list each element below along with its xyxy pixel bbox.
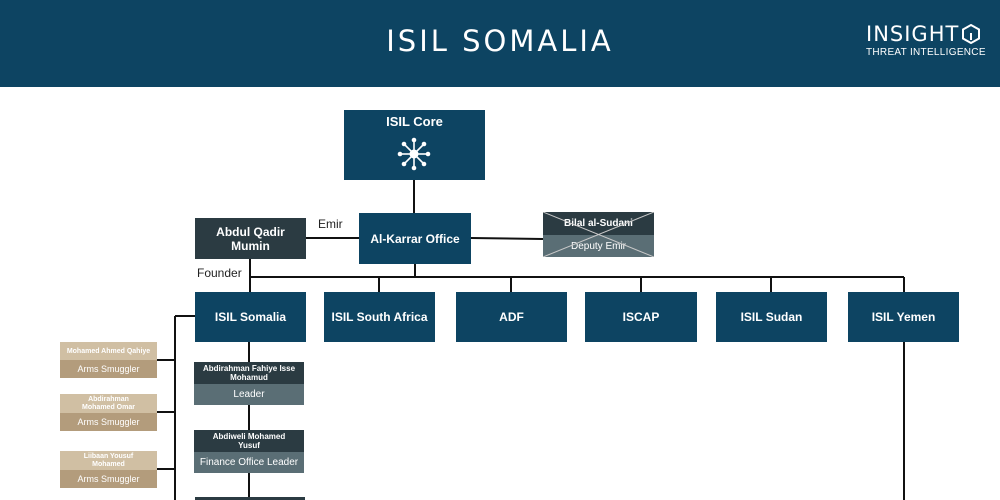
node-isil-somalia[interactable]: ISIL Somalia xyxy=(195,292,306,342)
node-al-karrar-office[interactable]: Al-Karrar Office xyxy=(359,213,471,264)
leader-card[interactable]: Abdiweli Mohamed Yusuf Finance Office Le… xyxy=(194,430,304,473)
relation-founder-label: Founder xyxy=(197,266,242,280)
leader-role: Finance Office Leader xyxy=(194,452,304,473)
node-isil-core-label: ISIL Core xyxy=(386,114,443,129)
node-bilal-al-sudani[interactable]: Bilal al-Sudani Deputy Emir xyxy=(543,212,654,257)
smuggler-card[interactable]: Abdirahman Mohamed Omar Arms Smuggler xyxy=(60,394,157,431)
leader-role: Leader xyxy=(194,384,304,405)
smuggler-name: Mohamed Ahmed Qahiye xyxy=(60,342,157,360)
network-hub-icon xyxy=(397,137,431,171)
node-bilal-role: Deputy Emir xyxy=(543,235,654,257)
node-isil-sudan[interactable]: ISIL Sudan xyxy=(716,292,827,342)
smuggler-card[interactable]: Mohamed Ahmed Qahiye Arms Smuggler xyxy=(60,342,157,378)
hexagon-logo-icon xyxy=(962,24,981,44)
smuggler-name: Abdirahman Mohamed Omar xyxy=(60,394,157,413)
node-iscap[interactable]: ISCAP xyxy=(585,292,697,342)
leader-name: Abdiweli Mohamed Yusuf xyxy=(194,430,304,452)
smuggler-role: Arms Smuggler xyxy=(60,470,157,488)
smuggler-name: Liibaan Yousuf Mohamed xyxy=(60,451,157,470)
leader-name: Abdirahman Fahiye Isse Mohamud xyxy=(194,362,304,384)
node-isil-south-africa[interactable]: ISIL South Africa xyxy=(324,292,435,342)
page-title: ISIL SOMALIA xyxy=(386,24,614,58)
brand-name: INSIGHT xyxy=(866,22,960,46)
smuggler-role: Arms Smuggler xyxy=(60,360,157,378)
node-bilal-name: Bilal al-Sudani xyxy=(543,212,654,235)
brand-logo: INSIGHT THREAT INTELLIGENCE xyxy=(866,22,986,58)
header-bar: ISIL SOMALIA INSIGHT THREAT INTELLIGENCE xyxy=(0,0,1000,87)
smuggler-role: Arms Smuggler xyxy=(60,413,157,431)
node-adf[interactable]: ADF xyxy=(456,292,567,342)
node-isil-core[interactable]: ISIL Core xyxy=(344,110,485,180)
cross-out-mark xyxy=(543,212,654,257)
leader-card[interactable]: Abdirahman Fahiye Isse Mohamud Leader xyxy=(194,362,304,405)
smuggler-card[interactable]: Liibaan Yousuf Mohamed Arms Smuggler xyxy=(60,451,157,488)
node-isil-yemen[interactable]: ISIL Yemen xyxy=(848,292,959,342)
node-abdul-qadir-mumin[interactable]: Abdul Qadir Mumin xyxy=(195,218,306,259)
brand-subtitle: THREAT INTELLIGENCE xyxy=(866,47,986,58)
relation-emir-label: Emir xyxy=(318,217,343,231)
